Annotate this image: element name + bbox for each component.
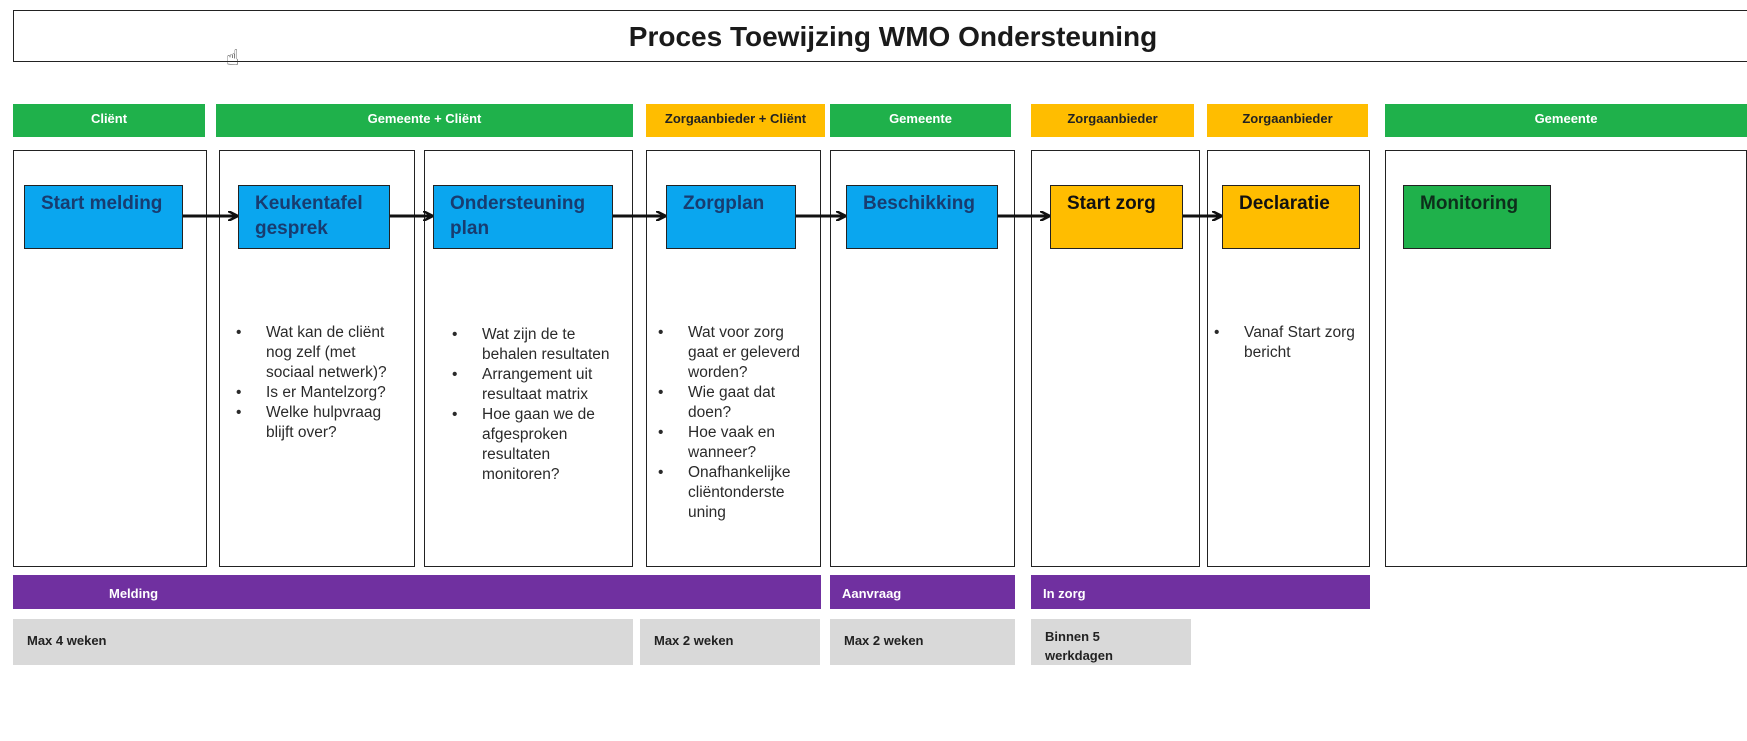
list-item: Wat zijn de te behalen resultaten <box>452 325 622 365</box>
title-box: Proces Toewijzing WMO Ondersteuning <box>13 10 1747 62</box>
duration-label: Binnen 5 werkdagen <box>1045 629 1113 663</box>
step-keukentafel-gesprek: Keukentafel gesprek <box>238 185 390 249</box>
role-header-gemeente: Gemeente <box>830 104 1011 137</box>
duration-max-2-weken: Max 2 weken <box>640 619 820 665</box>
list-item: Arrangement uit resultaat matrix <box>452 365 622 405</box>
hand-cursor-icon: ☝ <box>226 45 240 70</box>
list-item: Onafhankelijke cliëntonderste uning <box>658 463 816 523</box>
declaratie-notes: Vanaf Start zorg bericht <box>1214 323 1364 363</box>
step-declaratie: Declaratie <box>1222 185 1360 249</box>
keukentafel-questions: Wat kan de cliënt nog zelf (met sociaal … <box>236 323 401 443</box>
duration-max-4-weken: Max 4 weken <box>13 619 633 665</box>
page-title: Proces Toewijzing WMO Ondersteuning <box>628 21 1158 52</box>
duration-binnen-5-werkdagen: Binnen 5 werkdagen <box>1031 619 1191 665</box>
list-item: Wie gaat dat doen? <box>658 383 816 423</box>
phase-bar-in-zorg: In zorg <box>1031 575 1370 609</box>
step-beschikking: Beschikking <box>846 185 998 249</box>
list-item: Hoe gaan we de afgesproken resultaten mo… <box>452 405 622 485</box>
role-header-gemeente-client: Gemeente + Cliënt <box>216 104 633 137</box>
list-item: Hoe vaak en wanneer? <box>658 423 816 463</box>
step-start-zorg: Start zorg <box>1050 185 1183 249</box>
zorgplan-questions: Wat voor zorg gaat er geleverd worden? W… <box>658 323 816 523</box>
role-header-gemeente-2: Gemeente <box>1385 104 1747 137</box>
step-zorgplan: Zorgplan <box>666 185 796 249</box>
duration-max-2-weken-2: Max 2 weken <box>830 619 1015 665</box>
step-monitoring: Monitoring <box>1403 185 1551 249</box>
role-header-zorgaanbieder-client: Zorgaanbieder + Cliënt <box>646 104 825 137</box>
step-ondersteuning-plan: Ondersteuning plan <box>433 185 613 249</box>
list-item: Wat kan de cliënt nog zelf (met sociaal … <box>236 323 401 383</box>
role-header-zorgaanbieder: Zorgaanbieder <box>1031 104 1194 137</box>
ondersteuning-questions: Wat zijn de te behalen resultaten Arrang… <box>452 325 622 485</box>
list-item: Welke hulpvraag blijft over? <box>236 403 401 443</box>
list-item: Wat voor zorg gaat er geleverd worden? <box>658 323 816 383</box>
list-item: Is er Mantelzorg? <box>236 383 401 403</box>
phase-bar-melding: Melding <box>13 575 821 609</box>
step-start-melding: Start melding <box>24 185 183 249</box>
list-item: Vanaf Start zorg bericht <box>1214 323 1364 363</box>
phase-bar-aanvraag: Aanvraag <box>830 575 1015 609</box>
role-header-client: Cliënt <box>13 104 205 137</box>
role-header-zorgaanbieder-2: Zorgaanbieder <box>1207 104 1368 137</box>
